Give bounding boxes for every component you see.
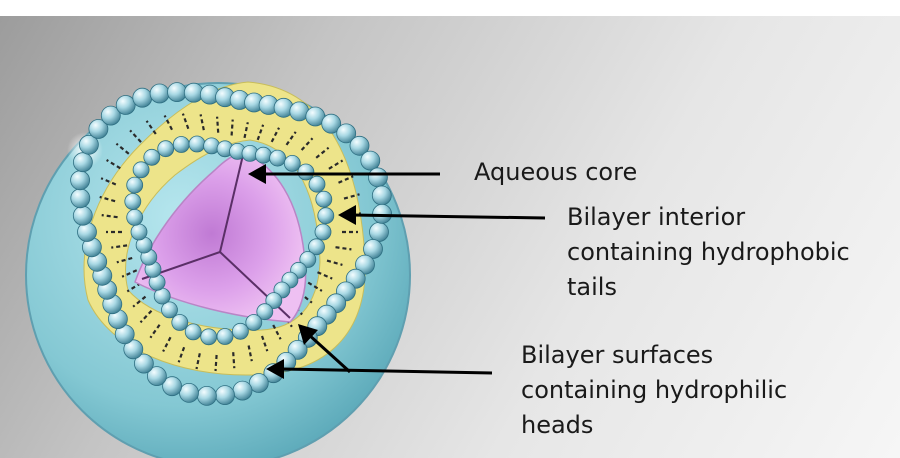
inner-head: [131, 224, 147, 240]
inner-head: [125, 194, 141, 210]
inner-head: [315, 224, 331, 240]
inner-head: [217, 329, 233, 345]
label-bilayer-surfaces: Bilayer surfaces containing hydrophilic …: [521, 338, 787, 443]
inner-head: [189, 136, 205, 152]
inner-head: [201, 329, 217, 345]
inner-head: [127, 177, 143, 193]
label-bilayer-surfaces-line-1: Bilayer surfaces: [521, 338, 787, 373]
inner-head: [185, 324, 201, 340]
outer-head: [372, 186, 391, 205]
inner-head: [298, 164, 314, 180]
label-aqueous-core-text: Aqueous core: [474, 155, 637, 190]
inner-head: [255, 147, 271, 163]
outer-head: [233, 381, 252, 400]
inner-head: [284, 155, 300, 171]
inner-head: [133, 162, 149, 178]
label-bilayer-surfaces-line-3: heads: [521, 408, 787, 443]
outer-head: [71, 171, 90, 190]
inner-head: [232, 323, 248, 339]
inner-head: [270, 150, 286, 166]
inner-head: [172, 315, 188, 331]
inner-head: [127, 209, 143, 225]
outer-head: [150, 84, 169, 103]
inner-head: [318, 208, 334, 224]
inner-head: [144, 149, 160, 165]
inner-head: [309, 176, 325, 192]
outer-head: [216, 386, 235, 405]
outer-head: [180, 383, 199, 402]
outer-head: [168, 83, 187, 102]
inner-head: [316, 191, 332, 207]
label-bilayer-surfaces-line-2: containing hydrophilic: [521, 373, 787, 408]
label-bilayer-interior-line-3: tails: [567, 270, 850, 305]
outer-head: [370, 223, 389, 242]
outer-head: [71, 189, 90, 208]
outer-head: [73, 153, 92, 172]
outer-head: [361, 151, 380, 170]
outer-head: [368, 168, 387, 187]
outer-head: [116, 96, 135, 115]
label-aqueous-core: Aqueous core: [474, 155, 637, 190]
inner-head: [158, 141, 174, 157]
outer-head: [78, 223, 97, 242]
inner-head: [173, 137, 189, 153]
label-bilayer-interior-line-2: containing hydrophobic: [567, 235, 850, 270]
label-bilayer-interior-line-1: Bilayer interior: [567, 200, 850, 235]
inner-head: [246, 315, 262, 331]
outer-head: [197, 386, 216, 405]
outer-head: [133, 88, 152, 107]
outer-head: [73, 206, 92, 225]
label-bilayer-interior: Bilayer interior containing hydrophobic …: [567, 200, 850, 305]
